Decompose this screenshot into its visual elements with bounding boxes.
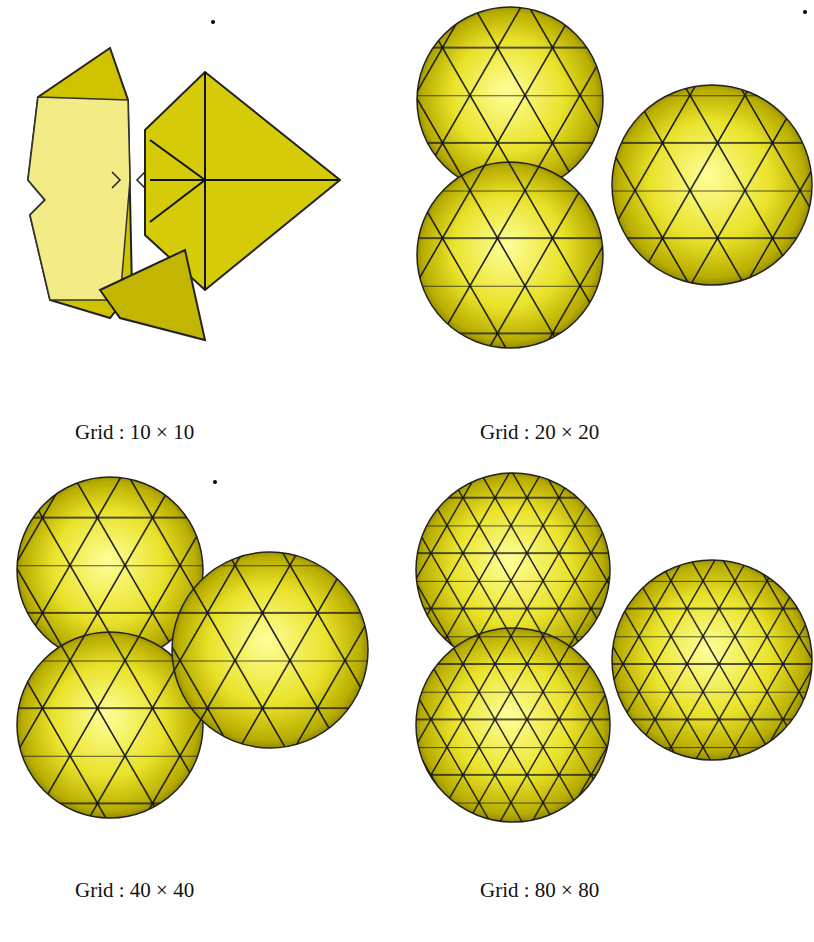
mesh-80 [416,473,812,822]
coarse-mesh [28,20,340,340]
grid-caption: Grid : 10 × 10 [75,420,194,445]
mesh-40 [17,477,368,818]
grid-caption: Grid : 80 × 80 [480,878,599,903]
mesh-20 [417,7,812,348]
grid-caption: Grid : 20 × 20 [480,420,599,445]
grid-caption: Grid : 40 × 40 [75,878,194,903]
